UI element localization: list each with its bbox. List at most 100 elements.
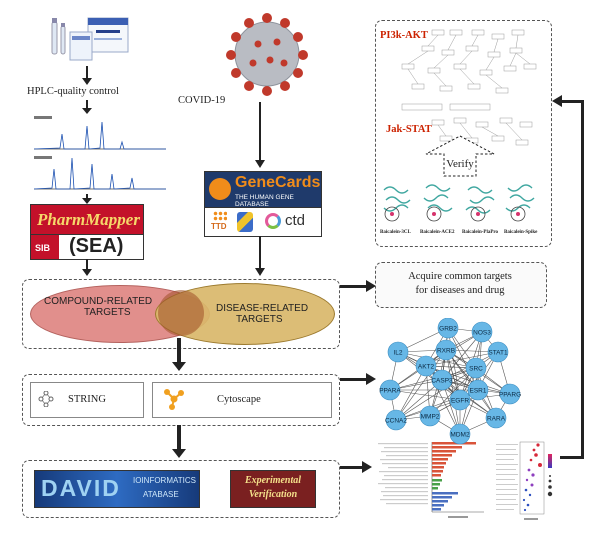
ttd-ctd-logos: TTD ctd [204,207,322,237]
ppi-node-circle [415,355,437,377]
docking-structures-image [380,180,546,230]
helix-icon [237,212,253,232]
ppi-node-circle [465,357,487,379]
ppi-node: RXRB [435,339,457,361]
ppi-node-label: CASP3 [431,378,453,385]
covid-virus-image [222,8,312,100]
arrowhead-down-4 [82,269,92,276]
jak-stat-label: Jak-STAT [386,124,432,135]
ppi-node-label: RARA [487,416,506,423]
arrowhead-down-2 [82,108,92,114]
david-sub2: ATABASE [143,490,179,499]
string-label: STRING [68,394,106,405]
pi3k-akt-pathway-image [392,24,542,100]
ppi-edge [425,351,499,367]
disease-label: DISEASE-RELATED TARGETS [216,303,308,325]
ppi-node-circle [387,341,409,363]
arrow-down-7 [177,425,181,451]
ppi-node-label: IL2 [393,350,402,357]
ppi-node-circle [449,389,471,411]
experimental-verification-text: Experimental Verification [244,475,302,500]
pi3k-akt-label: PI3k-AKT [380,30,428,41]
compound-label: COMPOUND-RELATED TARGETS [44,296,152,318]
ppi-node-circle [449,423,471,445]
arrow-down-1 [86,66,88,80]
ppi-node-label: RXRB [437,348,455,355]
ppi-node-circle [431,369,453,391]
arrow-right-acquire [340,285,368,288]
ppi-edge [441,331,483,381]
ppi-node-label: MDM2 [450,432,470,439]
david-text: DAVID [41,475,121,501]
ppi-node-label: PPARG [499,392,521,399]
ppi-node-circle [419,405,441,427]
ppi-node: SRC [465,357,487,379]
ttd-text: TTD [211,222,227,231]
cytoscape-panel [152,382,332,418]
ppi-edge [395,367,477,421]
david-logo: DAVID IOINFORMATICS ATABASE [34,470,200,508]
ppi-node: MDM2 [449,423,471,445]
ppi-node-label: GRB2 [439,326,457,333]
drug-product-image [40,8,132,66]
arrow-down-6 [177,338,181,364]
acquire-text: Acquire common targets for diseases and … [375,270,545,298]
ppi-node: RARA [485,407,507,429]
arrowhead-down-1 [82,78,92,85]
experimental-verification-logo: Experimental Verification [230,470,316,508]
ppi-node-circle [437,317,459,339]
arrow-right-results [340,466,364,469]
arrowhead-down-covid [255,160,265,168]
ppi-node-circle [485,407,507,429]
ppi-node-label: STAT1 [488,350,508,357]
arrowhead-down-3 [82,198,92,204]
ppi-node: MMP2 [419,405,441,427]
arrow-down-covid [259,102,261,162]
feedback-line-horizontal [560,456,584,459]
ppi-node-circle [487,341,509,363]
ppi-node: PPARA [379,379,401,401]
arrowhead-right-network [366,373,376,385]
ppi-node: AKT2 [415,355,437,377]
ppi-edge [425,365,461,435]
string-network-icon [38,390,54,408]
disease-label-line1: DISEASE-RELATED [216,303,309,314]
acquire-line2: for diseases and drug [415,285,505,296]
arrowhead-down-7 [172,449,186,458]
sib-red-badge [31,235,59,259]
ttd-dots-icon [213,211,227,221]
ppi-edge [445,349,461,435]
go-enrichment-barchart-image [376,440,488,522]
ppi-node: GRB2 [437,317,459,339]
ctd-hex-icon [265,213,281,229]
ppi-edge [397,351,477,369]
dock-label-1: Baicalein-3CL [380,230,411,235]
arrowhead-right-acquire [366,280,376,292]
arrow-right-network [340,378,368,381]
compound-label-line2: TARGETS [84,307,131,318]
arrow-down-3 [86,194,88,200]
disease-label-line2: TARGETS [236,314,283,325]
ppi-node: NOS3 [471,321,493,343]
ppi-node-circle [471,321,493,343]
ppi-node-label: CCNA2 [385,418,407,425]
ppi-node: PPARG [499,383,521,405]
venn-overlap [158,290,204,336]
dock-label-3: Baicalein-PlaPro [462,230,499,235]
dock-label-2: Baicalein-ACE2 [420,230,455,235]
ppi-node-label: PPARA [379,388,401,395]
compound-label-line1: COMPOUND-RELATED [44,296,153,307]
genecards-logo: GeneCards THE HUMAN GENE DATABASE [204,171,322,209]
ppi-node-circle [435,339,457,361]
ppi-edge [397,351,461,401]
arrow-down-4 [86,259,88,271]
ppi-node-circle [385,409,407,431]
arrow-down-2 [86,100,88,110]
ppi-node: CASP3 [431,369,453,391]
ppi-node: EGFR [449,389,471,411]
sea-text: (SEA) [69,235,124,257]
arrowhead-down-5 [255,268,265,276]
kegg-bubble-chart-image [496,440,560,524]
